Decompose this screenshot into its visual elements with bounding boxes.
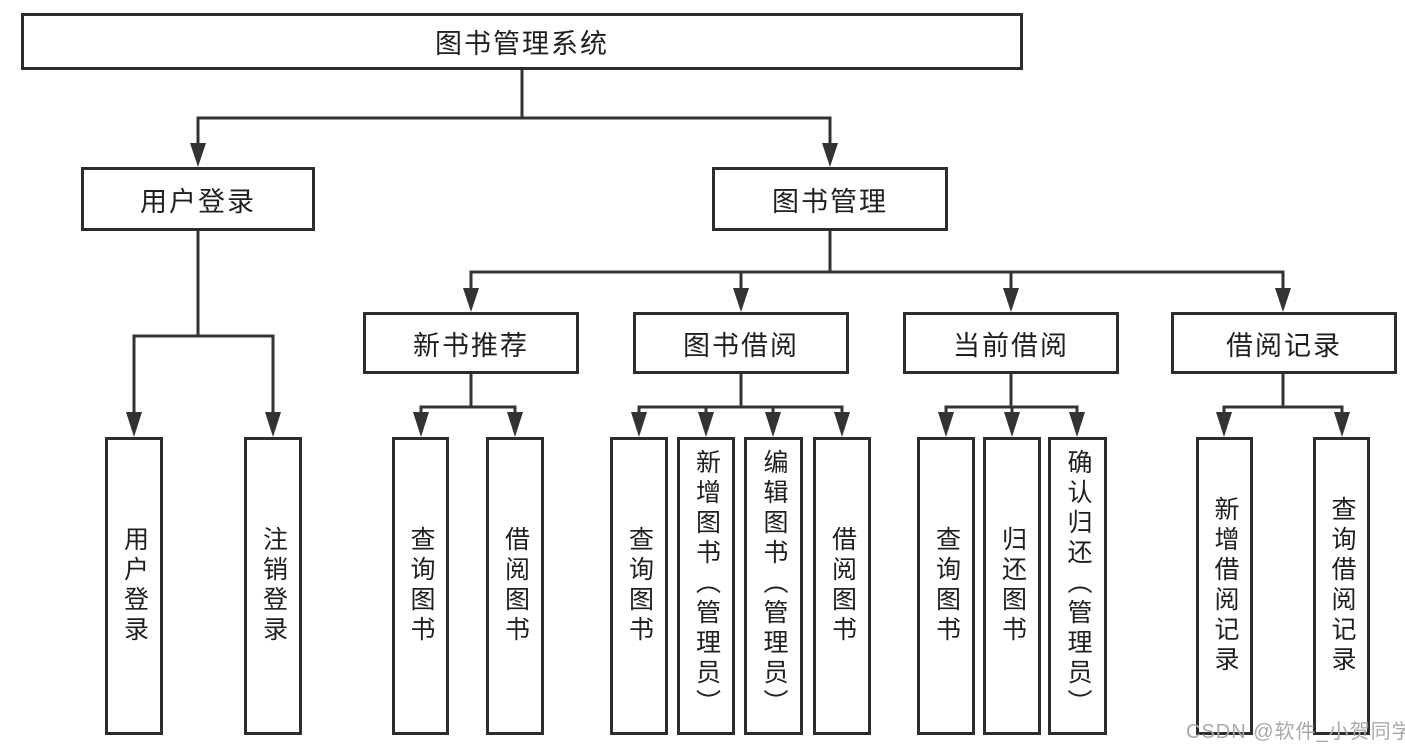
leaf-return-books: 归还图书 — [983, 437, 1041, 735]
leaf-label: 编辑图书（管理员） — [760, 449, 788, 719]
leaf-label: 查询图书 — [407, 526, 435, 646]
leaf-label: 查询借阅记录 — [1328, 496, 1356, 676]
node-current-borrowing: 当前借阅 — [903, 312, 1119, 374]
leaf-query-books-recommend: 查询图书 — [392, 437, 449, 735]
edges-groups — [413, 372, 1350, 437]
leaf-label: 新增图书（管理员） — [692, 449, 721, 719]
edges-user-login — [126, 229, 281, 437]
node-label: 用户登录 — [140, 186, 256, 217]
leaf-borrow-books-recommend: 借阅图书 — [486, 437, 544, 735]
leaf-query-books-current: 查询图书 — [917, 437, 975, 735]
leaf-label: 归还图书 — [998, 526, 1027, 646]
leaf-label: 借阅图书 — [501, 526, 530, 646]
node-library-management-system: 图书管理系统 — [21, 13, 1023, 70]
node-book-borrowing: 图书借阅 — [633, 312, 849, 374]
node-borrowing-records: 借阅记录 — [1171, 312, 1397, 374]
leaf-label: 借阅图书 — [828, 526, 857, 646]
leaf-add-borrow-record: 新增借阅记录 — [1196, 437, 1253, 735]
leaf-label: 新增借阅记录 — [1211, 496, 1239, 676]
leaf-borrow-books-borrowing: 借阅图书 — [813, 437, 871, 735]
leaf-label: 查询图书 — [625, 526, 654, 646]
watermark-text: CSDN @软件_小贺同学 — [1186, 721, 1405, 743]
node-label: 图书管理 — [772, 186, 888, 217]
leaf-label: 确认归还（管理员） — [1064, 449, 1092, 719]
leaf-confirm-return-admin: 确认归还（管理员） — [1048, 437, 1107, 735]
edges-book-management — [463, 229, 1291, 312]
leaf-user-login: 用户登录 — [105, 437, 163, 735]
edges-root — [190, 68, 838, 167]
leaf-label: 用户登录 — [120, 526, 149, 646]
node-book-management: 图书管理 — [712, 167, 948, 231]
node-label: 当前借阅 — [953, 330, 1069, 361]
leaf-query-borrow-record: 查询借阅记录 — [1313, 437, 1370, 735]
node-label: 图书管理系统 — [435, 29, 609, 59]
node-label: 新书推荐 — [413, 330, 529, 361]
node-label: 借阅记录 — [1226, 330, 1342, 361]
leaf-query-books-borrowing: 查询图书 — [610, 437, 668, 735]
leaf-add-books-admin: 新增图书（管理员） — [677, 437, 735, 735]
leaf-edit-books-admin: 编辑图书（管理员） — [744, 437, 803, 735]
node-label: 图书借阅 — [683, 330, 799, 361]
leaf-label: 查询图书 — [932, 526, 961, 646]
node-new-book-recommendation: 新书推荐 — [363, 312, 579, 374]
leaf-label: 注销登录 — [259, 526, 288, 646]
leaf-logout: 注销登录 — [244, 437, 302, 735]
node-user-login: 用户登录 — [81, 167, 315, 231]
